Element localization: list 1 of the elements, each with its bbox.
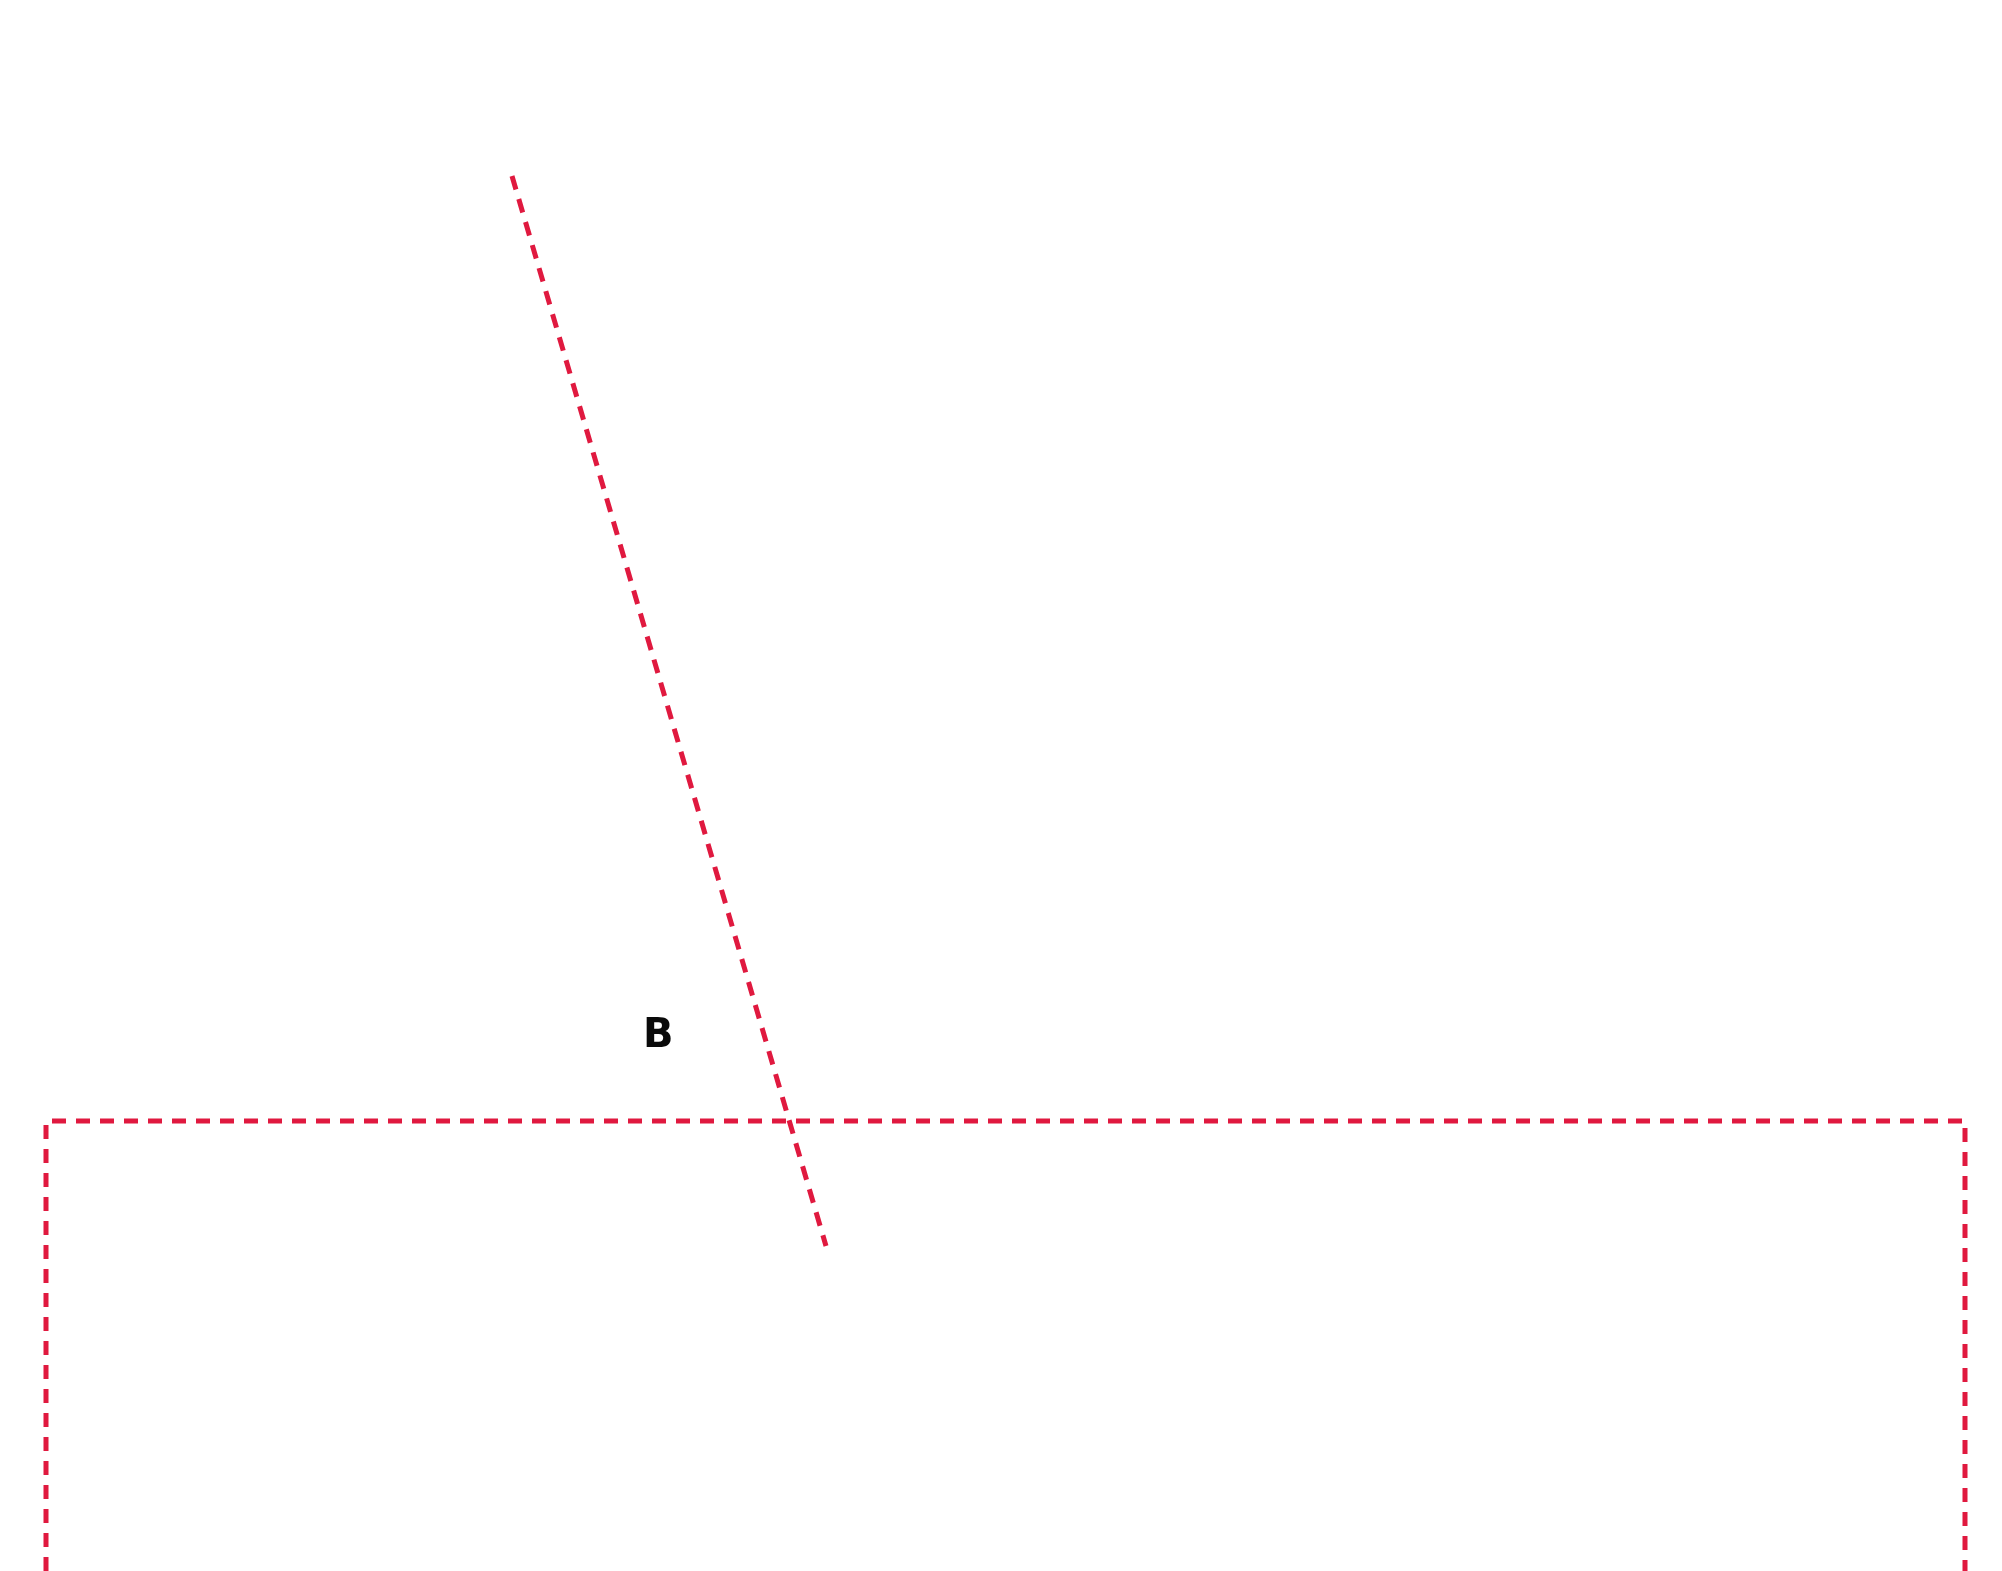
section-label: B xyxy=(643,1013,674,1053)
